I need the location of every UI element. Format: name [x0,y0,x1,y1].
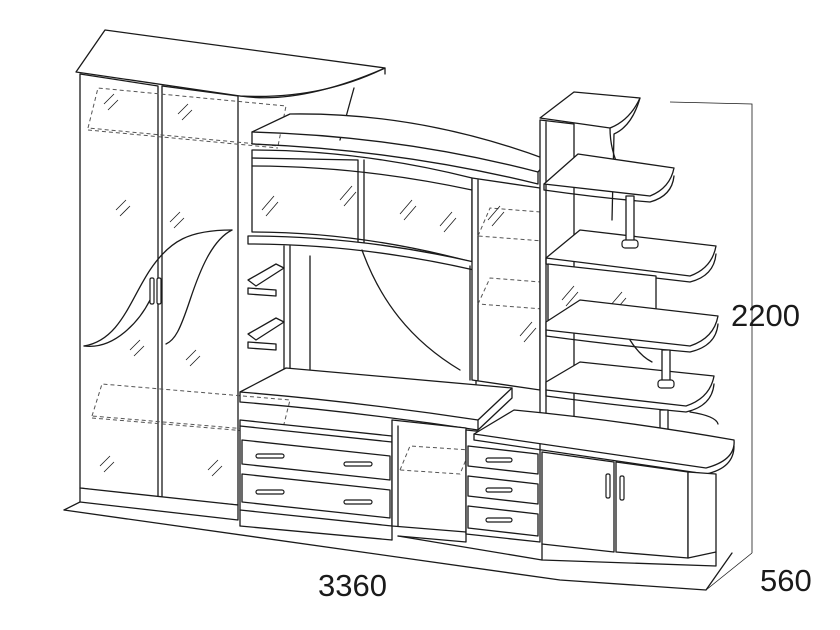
wardrobe-handle-left [149,277,155,305]
wardrobe-left-door [79,73,159,499]
depth-dimension-line [705,552,753,591]
drawer-handle [485,457,513,463]
wardrobe-handle-right [156,277,162,305]
base-cabinet-top [473,409,735,469]
cabinet-handle [619,475,625,501]
support-column [661,349,671,385]
drawer-handle [255,453,285,459]
wardrobe-right-door [161,85,239,506]
wardrobe [75,29,386,521]
shelving-tower [539,91,719,445]
tv-shelf [239,367,513,421]
support-column [625,195,635,243]
height-dimension-line [669,101,753,553]
drawer-handle [343,499,373,505]
drawer-handle [255,489,285,495]
width-dimension-label: 3360 [318,568,387,603]
drawer-handle [485,517,513,523]
tower-shelf [545,229,717,277]
height-dimension-label: 2200 [731,298,800,333]
cabinet-handle [605,473,611,499]
door-wave-curve [83,229,233,347]
depth-dimension-label: 560 [760,563,812,598]
tv-section [239,113,549,431]
right-base-cabinet [397,409,735,567]
lower-drawer-unit-right [465,429,541,543]
lower-drawer-unit-left [239,419,393,541]
drawer-handle [485,487,513,493]
drawer-handle [343,461,373,467]
lower-open-cabinet-center [391,419,471,543]
